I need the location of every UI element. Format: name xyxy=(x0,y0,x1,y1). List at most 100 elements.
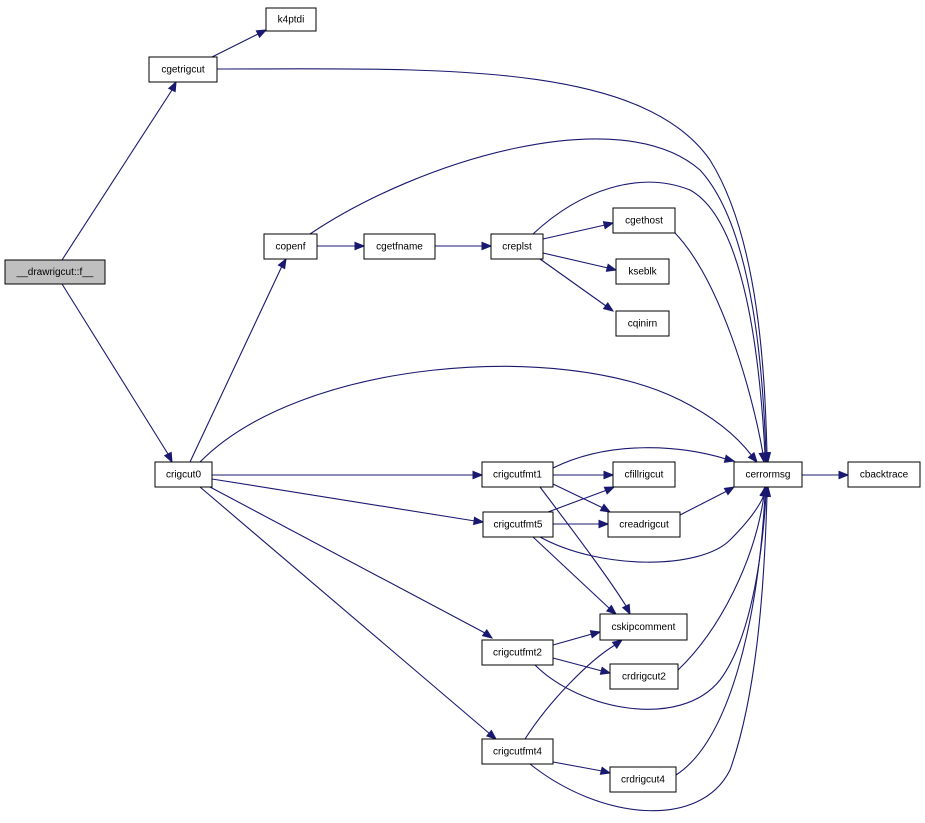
edge-cgethost-to-cerrormsg xyxy=(674,232,768,464)
arrowhead-icon xyxy=(760,485,770,497)
edge-line xyxy=(675,494,766,776)
node-box xyxy=(609,766,677,793)
edge-crigcut0-to-copenf xyxy=(189,257,287,463)
arrowhead-icon xyxy=(747,451,758,464)
edge-cerrormsg-to-cbacktrace xyxy=(802,470,850,480)
node-crigcutfmt5[interactable]: crigcutfmt5 xyxy=(482,511,554,538)
node-label: cbacktrace xyxy=(860,470,909,481)
edge-crigcutfmt1-to-cfillrigcut xyxy=(553,470,615,480)
node-kseblk[interactable]: kseblk xyxy=(615,258,670,285)
edge-line xyxy=(547,489,608,513)
node-cfillrigcut[interactable]: cfillrigcut xyxy=(612,461,676,488)
node-crigcut0[interactable]: crigcut0 xyxy=(154,461,213,488)
edge-line xyxy=(61,283,169,455)
edge-line xyxy=(542,252,609,269)
node-label: crigcutfmt2 xyxy=(493,648,542,659)
edge-line xyxy=(542,224,606,240)
node-label: __drawrigcut::f__ xyxy=(16,267,94,278)
node-label: cqinirn xyxy=(628,319,657,330)
node-box xyxy=(612,207,676,234)
node-crigcutfmt4[interactable]: crigcutfmt4 xyxy=(481,738,554,765)
node-box xyxy=(615,258,670,285)
edge-crigcutfmt1-to-cerrormsg xyxy=(552,447,736,469)
edge-layer xyxy=(61,29,850,812)
node-label: cgetfname xyxy=(376,242,423,253)
edge-crdrigcut2-to-cerrormsg xyxy=(677,485,769,671)
node-box xyxy=(265,7,317,32)
node-box xyxy=(481,461,554,488)
node-cqinirn[interactable]: cqinirn xyxy=(615,310,670,337)
node-label: kseblk xyxy=(628,267,657,278)
edge-cgetrigcut-to-k4ptdi xyxy=(211,29,268,58)
edge-crigcutfmt4-to-crdrigcut4 xyxy=(552,761,612,775)
node-box xyxy=(609,663,679,690)
edge-crigcutfmt4-to-cskipcomment xyxy=(524,639,624,740)
node-crigcutfmt2[interactable]: crigcutfmt2 xyxy=(481,639,554,666)
arrowhead-icon xyxy=(602,301,615,312)
node-box xyxy=(154,461,213,488)
edge-crigcutfmt2-to-crdrigcut2 xyxy=(552,657,612,675)
edge-copenf-to-cgetfname xyxy=(317,241,366,251)
edge-line xyxy=(532,181,766,455)
node-crdrigcut4[interactable]: crdrigcut4 xyxy=(609,766,677,793)
arrowhead-icon xyxy=(599,766,612,775)
arrowhead-icon xyxy=(255,29,268,39)
edge-line xyxy=(677,494,765,671)
arrowhead-icon xyxy=(723,486,736,496)
node-cgetfname[interactable]: cgetfname xyxy=(363,233,436,260)
node-copenf[interactable]: copenf xyxy=(263,233,318,260)
edge-line xyxy=(199,486,491,735)
node-cbacktrace[interactable]: cbacktrace xyxy=(847,461,921,488)
arrowhead-icon xyxy=(598,519,610,529)
node-label: cgethost xyxy=(625,216,663,227)
arrowhead-icon xyxy=(481,241,493,251)
edge-line xyxy=(309,138,767,455)
node-box xyxy=(612,461,676,488)
node-drawrigcut[interactable]: __drawrigcut::f__ xyxy=(4,259,106,285)
node-box xyxy=(481,738,554,765)
node-box xyxy=(363,233,436,260)
node-crdrigcut2[interactable]: crdrigcut2 xyxy=(609,663,679,690)
arrowhead-icon xyxy=(603,486,616,495)
node-box xyxy=(148,56,218,83)
edge-line xyxy=(211,33,259,58)
node-box xyxy=(481,639,554,666)
edge-line xyxy=(674,232,764,455)
edge-line xyxy=(216,68,768,455)
edge-line xyxy=(539,258,607,307)
node-label: cgetrigcut xyxy=(161,65,205,76)
arrowhead-icon xyxy=(473,516,485,526)
edge-copenf-to-cerrormsg xyxy=(309,138,771,464)
edge-line xyxy=(552,483,604,509)
node-k4ptdi[interactable]: k4ptdi xyxy=(265,7,317,32)
node-box xyxy=(263,233,318,260)
arrowhead-icon xyxy=(599,666,612,675)
arrowhead-icon xyxy=(599,503,612,513)
node-cgethost[interactable]: cgethost xyxy=(612,207,676,234)
edge-crigcut0-to-crigcutfmt5 xyxy=(211,478,485,526)
arrowhead-icon xyxy=(603,470,615,480)
arrowhead-icon xyxy=(602,221,615,230)
arrowhead-icon xyxy=(589,630,602,639)
edge-crigcutfmt1-to-creadrigcut xyxy=(552,483,612,513)
edge-drawrigcut-to-cgetrigcut xyxy=(61,80,177,261)
node-cerrormsg[interactable]: cerrormsg xyxy=(733,461,803,488)
arrowhead-icon xyxy=(605,604,618,615)
edge-line xyxy=(552,447,727,469)
edge-line xyxy=(209,486,486,634)
node-label: cerrormsg xyxy=(745,470,790,481)
arrowhead-icon xyxy=(472,470,484,480)
node-crigcutfmt1[interactable]: crigcutfmt1 xyxy=(481,461,554,488)
node-cskipcomment[interactable]: cskipcomment xyxy=(599,613,688,641)
node-creadrigcut[interactable]: creadrigcut xyxy=(607,511,681,538)
node-creplst[interactable]: creplst xyxy=(490,233,544,260)
node-cgetrigcut[interactable]: cgetrigcut xyxy=(148,56,218,83)
edge-crigcut0-to-cerrormsg xyxy=(199,365,758,464)
edge-line xyxy=(199,365,753,463)
arrowhead-icon xyxy=(838,470,850,480)
edge-crigcut0-to-crigcutfmt1 xyxy=(212,470,484,480)
edge-crigcutfmt5-to-cskipcomment xyxy=(532,536,618,615)
node-label: creplst xyxy=(502,242,532,253)
node-label: creadrigcut xyxy=(619,520,669,531)
edge-crigcutfmt5-to-creadrigcut xyxy=(553,519,610,529)
